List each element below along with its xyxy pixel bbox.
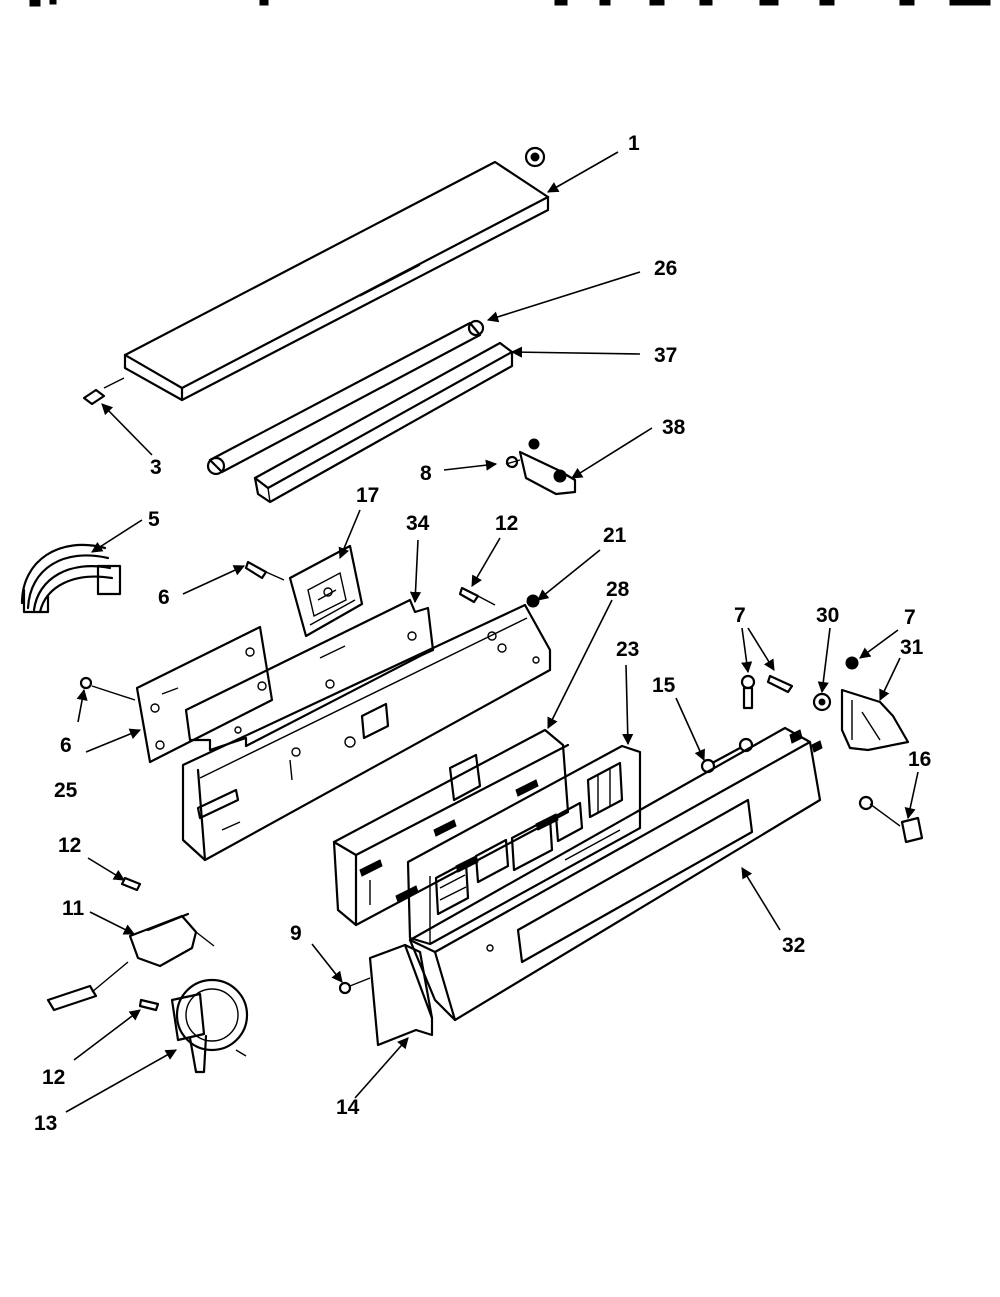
part-screw-6-upper (244, 560, 285, 581)
callout-30: 30 (816, 604, 839, 627)
callout-12-middle: 12 (58, 834, 81, 857)
leader-12-lower (73, 1009, 141, 1061)
part-clip-3 (82, 377, 125, 406)
leader-7-left-a (741, 627, 753, 674)
callout-12-upper: 12 (495, 512, 518, 535)
leader-11 (89, 911, 136, 935)
leader-16 (904, 771, 919, 820)
leader-13 (65, 1049, 177, 1113)
callout-26: 26 (654, 257, 677, 280)
part-nut-30 (812, 692, 832, 712)
leader-8 (443, 459, 498, 471)
callout-32: 32 (782, 934, 805, 957)
leader-23 (622, 664, 634, 746)
callout-23: 23 (616, 638, 639, 661)
part-wire-harness-5 (20, 543, 122, 614)
leader-7-left-b (747, 627, 775, 671)
callout-28: 28 (606, 578, 630, 601)
part-connector-15 (700, 737, 754, 774)
part-screw-12-lower (138, 998, 160, 1012)
leader-5 (91, 519, 143, 553)
callout-11: 11 (62, 897, 85, 920)
part-latch-38 (505, 438, 577, 496)
part-bracket-31 (840, 688, 910, 752)
part-end-cap-14 (368, 943, 434, 1047)
leader-12-middle (87, 857, 125, 881)
callout-17: 17 (356, 484, 379, 507)
leader-15 (675, 697, 705, 762)
leader-31 (879, 657, 901, 702)
callout-6-lower: 6 (60, 734, 72, 757)
part-pressure-switch-13 (170, 978, 249, 1074)
leader-14 (354, 1037, 409, 1099)
callout-8: 8 (420, 462, 432, 485)
leader-28 (547, 599, 613, 730)
callout-12-lower: 12 (42, 1066, 65, 1089)
callout-25: 25 (54, 779, 78, 802)
part-bracket-25 (135, 625, 274, 764)
part-screw-7-right (845, 656, 859, 670)
callout-labels: 1 26 37 3 38 8 5 17 34 12 21 28 6 6 25 2… (34, 132, 931, 1135)
callout-7-left: 7 (734, 604, 746, 627)
part-control-panel-frame (181, 594, 552, 862)
leader-6-upper (182, 565, 246, 595)
leader-12-upper (471, 537, 501, 587)
part-knob-16 (858, 795, 924, 844)
part-screw-12-upper (458, 586, 496, 606)
part-strip-37 (253, 341, 514, 504)
leader-lines (65, 151, 919, 1113)
callout-15: 15 (652, 674, 676, 697)
part-screw-9 (338, 977, 371, 995)
leader-30 (817, 627, 831, 694)
leader-21 (537, 549, 601, 601)
leader-26 (486, 271, 641, 323)
callout-21: 21 (603, 524, 627, 547)
callout-3: 3 (150, 456, 162, 479)
leader-3 (101, 403, 153, 456)
part-screw-6-lower (79, 676, 136, 701)
callout-34: 34 (406, 512, 430, 535)
top-edge-marks (29, 0, 991, 7)
leader-1 (547, 151, 619, 193)
part-circuit-board-17 (288, 544, 364, 638)
callout-7-right: 7 (904, 606, 916, 629)
part-rod-26 (206, 319, 485, 476)
callout-13: 13 (34, 1112, 57, 1135)
part-front-panel-32 (408, 726, 823, 1022)
part-display-board-23 (406, 744, 642, 946)
leader-17 (338, 509, 361, 560)
part-screw-7-left (740, 674, 794, 710)
leader-38 (571, 427, 653, 479)
leader-7-right (859, 629, 899, 659)
part-top-cover-channel (123, 146, 550, 402)
callout-5: 5 (148, 508, 160, 531)
callout-16: 16 (908, 748, 931, 771)
callout-37: 37 (654, 344, 677, 367)
leader-34 (409, 539, 422, 604)
part-screw-12-middle (120, 876, 142, 892)
leader-37 (510, 346, 641, 358)
leader-6-lower (76, 688, 88, 723)
leader-9 (311, 943, 343, 983)
callout-9: 9 (290, 922, 302, 945)
callout-1: 1 (628, 132, 640, 155)
callout-31: 31 (900, 636, 924, 659)
leader-32 (741, 867, 781, 931)
callout-14: 14 (336, 1096, 360, 1119)
callout-38: 38 (662, 416, 686, 439)
part-switch-11 (46, 912, 215, 1012)
callout-6-upper: 6 (158, 586, 170, 609)
part-console-housing-28 (332, 728, 570, 927)
leader-25 (85, 728, 142, 753)
part-shield-34 (184, 598, 435, 752)
